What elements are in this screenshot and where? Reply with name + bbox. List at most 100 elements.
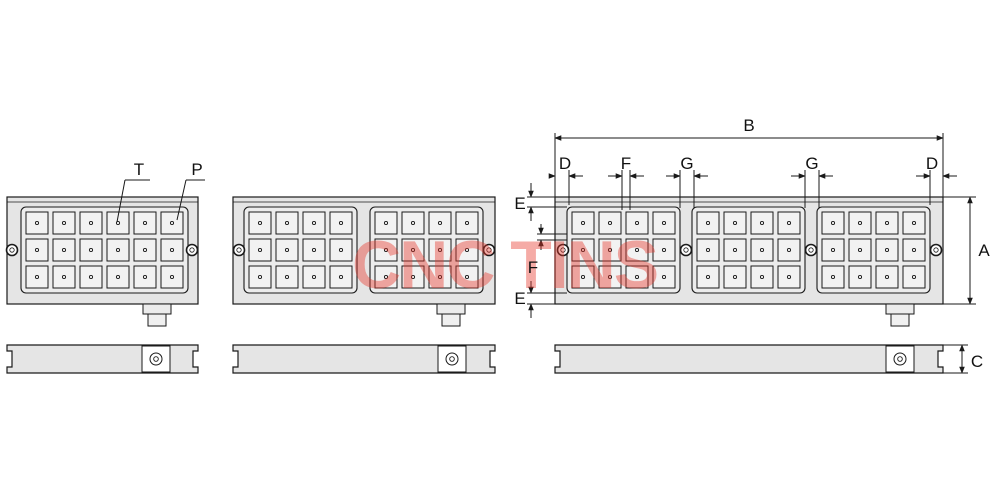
pole-cell <box>275 211 299 235</box>
pole-hole <box>284 247 290 253</box>
pole-cell <box>696 238 720 262</box>
pole-hole <box>115 247 121 253</box>
pole-cell <box>275 238 299 262</box>
pole-cell <box>374 238 398 262</box>
pole-hole <box>732 247 738 253</box>
pole-cell <box>52 238 76 262</box>
pole-cell <box>428 265 452 289</box>
label-D-right: D <box>926 154 938 173</box>
pole-hole <box>142 274 148 280</box>
connector-plug <box>441 313 461 327</box>
pole-hole <box>257 220 263 226</box>
pole-hole <box>607 247 613 253</box>
pole-hole <box>759 274 765 280</box>
pole-hole <box>169 274 175 280</box>
pole-cell <box>875 238 899 262</box>
pole-cell <box>329 238 353 262</box>
cable-socket-pin <box>897 356 903 362</box>
connector-base <box>436 303 466 315</box>
label-D-left: D <box>559 154 571 173</box>
pole-hole <box>830 220 836 226</box>
pole-cell <box>750 238 774 262</box>
pole-hole <box>705 220 711 226</box>
pole-hole <box>311 247 317 253</box>
pole-cell <box>777 265 801 289</box>
pole-cell <box>625 238 649 262</box>
pole-hole <box>88 274 94 280</box>
pole-hole <box>759 220 765 226</box>
pole-cell <box>428 211 452 235</box>
pole-hole <box>34 247 40 253</box>
pole-cell <box>571 211 595 235</box>
pole-hole <box>580 247 586 253</box>
pole-hole <box>911 220 917 226</box>
pole-hole <box>759 247 765 253</box>
pole-cell <box>25 211 49 235</box>
pole-hole <box>786 274 792 280</box>
pole-cell <box>723 265 747 289</box>
cable-socket-ring <box>445 352 459 366</box>
pole-cell <box>401 238 425 262</box>
cable-socket <box>141 345 171 373</box>
pole-hole <box>115 220 121 226</box>
mounting-hole-inner <box>808 247 814 253</box>
pole-cell <box>598 238 622 262</box>
pole-cell <box>455 238 479 262</box>
pole-hole <box>410 247 416 253</box>
pole-hole <box>857 247 863 253</box>
pole-cell <box>875 265 899 289</box>
pole-cell <box>302 238 326 262</box>
pole-hole <box>786 247 792 253</box>
pole-cell <box>275 265 299 289</box>
pole-cell <box>79 211 103 235</box>
pole-cell <box>106 211 130 235</box>
pole-hole <box>257 274 263 280</box>
mounting-hole-inner <box>933 247 939 253</box>
chuck-plates <box>5 196 944 327</box>
label-E-top: E <box>514 194 525 213</box>
pole-cell <box>25 238 49 262</box>
pole-cell <box>106 265 130 289</box>
pole-hole <box>284 220 290 226</box>
leader-T <box>116 179 126 223</box>
pole-cell <box>160 265 184 289</box>
pole-cell <box>302 211 326 235</box>
pole-hole <box>732 220 738 226</box>
pole-cell <box>696 211 720 235</box>
pole-cell <box>571 265 595 289</box>
pole-cell <box>750 265 774 289</box>
label-T: T <box>134 160 144 179</box>
pole-hole <box>705 274 711 280</box>
label-F-side: F <box>528 258 538 277</box>
pole-hole <box>338 274 344 280</box>
mounting-hole-inner <box>9 247 15 253</box>
pole-hole <box>464 220 470 226</box>
pole-cell <box>723 211 747 235</box>
pole-hole <box>634 247 640 253</box>
pole-hole <box>437 220 443 226</box>
cable-socket-ring <box>893 352 907 366</box>
pole-cell <box>821 211 845 235</box>
pole-hole <box>88 220 94 226</box>
pole-hole <box>142 247 148 253</box>
mounting-hole-inner <box>236 247 242 253</box>
pole-hole <box>830 274 836 280</box>
pole-cell <box>598 265 622 289</box>
pole-hole <box>634 220 640 226</box>
pole-cell <box>79 265 103 289</box>
pole-cell <box>875 211 899 235</box>
pole-hole <box>607 274 613 280</box>
cable-socket-pin <box>153 356 159 362</box>
pole-cell <box>428 238 452 262</box>
pole-cell <box>79 238 103 262</box>
pole-hole <box>311 274 317 280</box>
pole-cell <box>723 238 747 262</box>
pole-hole <box>115 274 121 280</box>
pole-hole <box>410 220 416 226</box>
mounting-hole-inner <box>486 247 492 253</box>
pole-hole <box>61 220 67 226</box>
pole-cell <box>652 211 676 235</box>
pole-hole <box>464 274 470 280</box>
pole-cell <box>25 265 49 289</box>
